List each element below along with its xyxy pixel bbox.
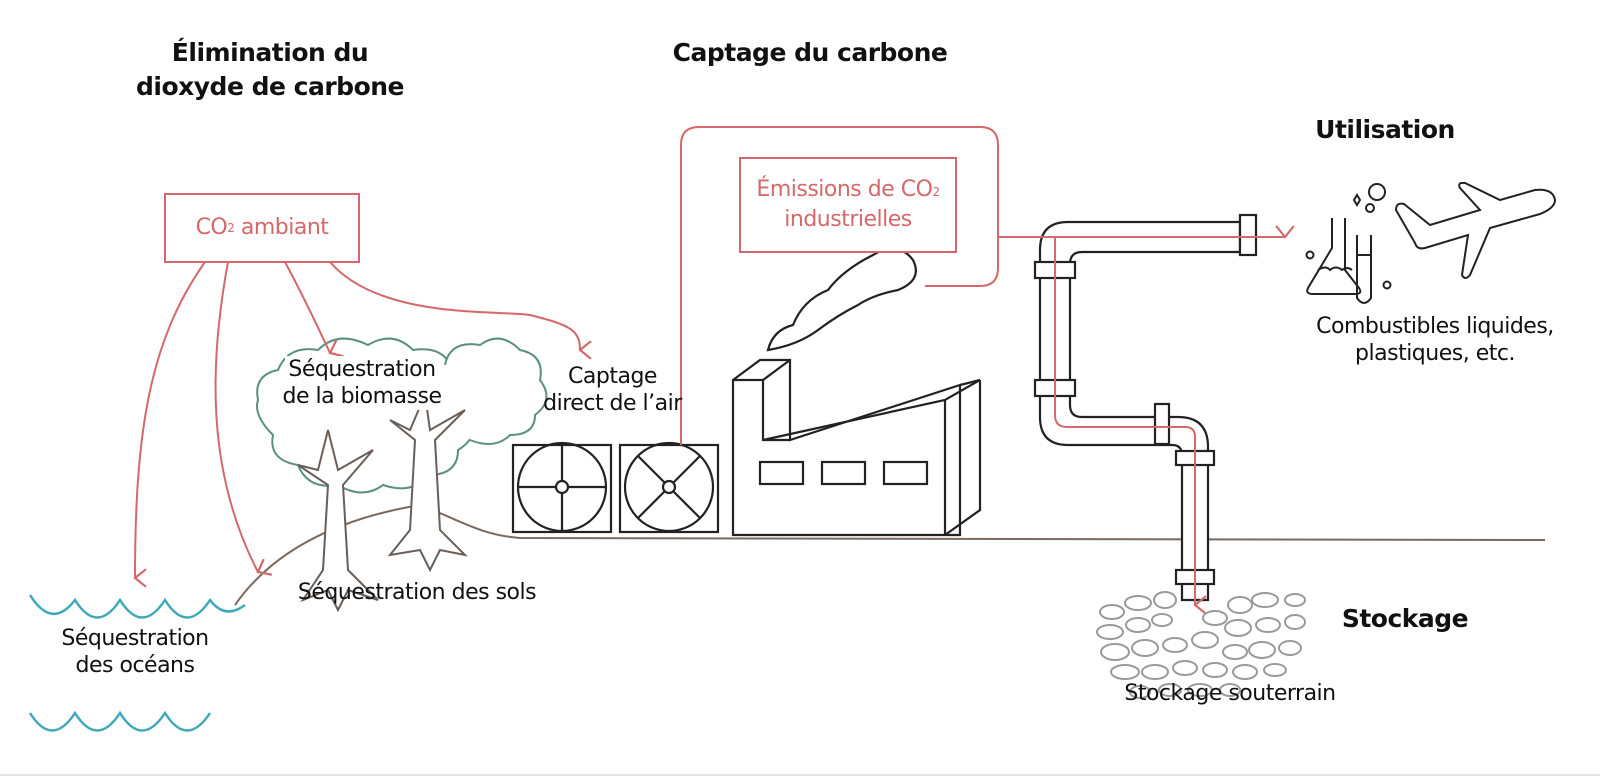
industrial-emissions-box: Émissions de CO2 industrielles xyxy=(739,157,957,253)
label-biomass-line1: Séquestration xyxy=(285,356,439,383)
label-ocean: Séquestration des océans xyxy=(30,625,240,679)
bottom-divider xyxy=(0,774,1600,776)
heading-removal-line1: Élimination du xyxy=(171,38,369,67)
capture-bracket xyxy=(680,126,999,445)
ambient-co2-subscript: 2 xyxy=(227,221,235,235)
label-fuels-line1: Combustibles liquides, xyxy=(1316,314,1554,339)
pipe-icon xyxy=(1033,213,1258,602)
label-soil: Séquestration des sols xyxy=(297,580,537,605)
ambient-co2-suffix: ambiant xyxy=(234,215,329,240)
co2-storage-arrow xyxy=(1054,237,1207,615)
industrial-emissions-line1: Émissions de CO2 xyxy=(756,176,940,206)
airplane-icon xyxy=(1394,181,1557,279)
smoke-icon xyxy=(766,247,917,352)
heading-storage: Stockage xyxy=(1341,604,1469,633)
industrial-emissions-prefix: Émissions de CO xyxy=(756,177,933,202)
factory-icon xyxy=(731,358,982,537)
label-direct-air-line1: Captage xyxy=(568,364,657,389)
ambient-co2-arrows xyxy=(133,261,592,588)
label-biomass-line2: de la biomasse xyxy=(279,383,445,410)
label-biomass: Séquestration de la biomasse xyxy=(262,356,462,410)
heading-removal: Élimination du dioxyde de carbone xyxy=(110,36,430,104)
heading-capture: Captage du carbone xyxy=(672,38,948,67)
industrial-emissions-subscript: 2 xyxy=(932,185,940,199)
label-underground: Stockage souterrain xyxy=(1124,681,1336,706)
rock-icon xyxy=(1096,591,1306,699)
label-fuels: Combustibles liquides, plastiques, etc. xyxy=(1285,313,1585,367)
flask-icon xyxy=(1305,183,1392,304)
ambient-co2-prefix: CO xyxy=(195,215,228,240)
heading-removal-line2: dioxyde de carbone xyxy=(135,72,405,101)
label-ocean-line2: des océans xyxy=(75,653,195,678)
label-direct-air-line2: direct de l’air xyxy=(543,391,682,416)
label-fuels-line2: plastiques, etc. xyxy=(1355,341,1515,366)
label-ocean-line1: Séquestration xyxy=(61,626,209,651)
label-direct-air: Captage direct de l’air xyxy=(515,363,710,417)
industrial-emissions-line2: industrielles xyxy=(784,207,912,232)
heading-utilization: Utilisation xyxy=(1315,115,1455,144)
fan-icon xyxy=(511,441,720,534)
wave-icon xyxy=(28,594,246,732)
